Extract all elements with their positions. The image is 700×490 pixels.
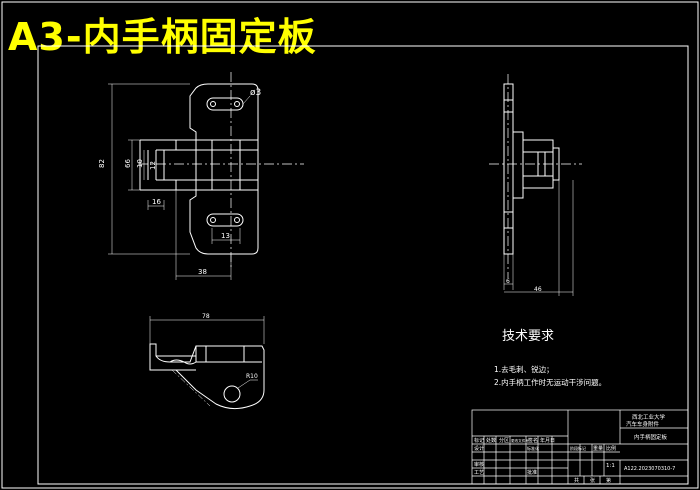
tb-cell-process: 工艺 [474,470,484,476]
dim-46: 46 [534,286,542,293]
requirement-item-2: 2.内手柄工作时无运动干涉问题。 [494,377,606,387]
tb-cell-count: 处数 [486,437,496,444]
requirement-item-1: 1.去毛刺、锐边； [494,364,554,374]
tb-part-name: 内手柄固定板 [634,433,668,441]
tb-cell-sheet-no: 第 [606,477,611,484]
dim-12: 12 [149,161,157,170]
tb-company: 西北工业大学 [632,413,666,421]
side-view [489,74,582,296]
dim-16: 16 [152,198,161,206]
dim-6: 6 [506,278,510,285]
title-block [471,409,689,485]
tb-cell-date: 年月日 [540,437,555,444]
technical-requirements: 技术要求 1.去毛刺、锐边； 2.内手柄工作时无运动干涉问题。 [494,329,606,387]
tb-cell-weight: 重量 [593,445,603,452]
tb-cell-standard: 标准化 [527,445,539,451]
side-view-labels: 6 46 [506,278,542,293]
tb-cell-ratio: 比例 [606,445,616,452]
title-block-text: 西北工业大学 汽车车身附件 内手柄固定板 A122.2023070310-7 1… [474,413,675,484]
tb-cell-change: 更改文件号 [511,438,529,443]
tb-project: 汽车车身附件 [626,420,660,428]
dim-78: 78 [202,313,210,320]
front-view-labels: ø3 82 66 10 12 16 13 38 [98,88,261,276]
tb-scale: 1:1 [606,463,615,469]
drawing-title: A3-内手柄固定板 [8,15,317,59]
dim-10: 10 [136,159,144,168]
tb-cell-zone: 分区 [499,437,509,444]
bottom-view [149,316,265,410]
tb-cell-sign: 签名 [528,437,538,444]
dim-height-total: 82 [98,159,106,168]
tb-drawing-no: A122.2023070310-7 [624,466,675,472]
front-view [108,72,304,280]
dim-66: 66 [124,159,132,168]
bottom-view-labels: 78 R10 [202,313,258,380]
tb-cell-stage: 阶段标记 [570,445,586,451]
requirements-heading: 技术要求 [502,329,554,344]
dim-13: 13 [221,232,230,240]
tb-cell-sheets: 张 [590,477,595,484]
tb-cell-total: 共 [574,477,579,484]
dim-hole: ø3 [250,88,261,98]
dim-38: 38 [198,268,207,276]
tb-cell-design: 设计 [474,445,484,452]
tb-cell-review: 审核 [474,461,484,468]
tb-cell-mark: 标记 [474,437,484,444]
dim-R10: R10 [246,373,258,380]
tb-cell-approve: 批准 [527,469,537,476]
inner-border [37,45,689,485]
